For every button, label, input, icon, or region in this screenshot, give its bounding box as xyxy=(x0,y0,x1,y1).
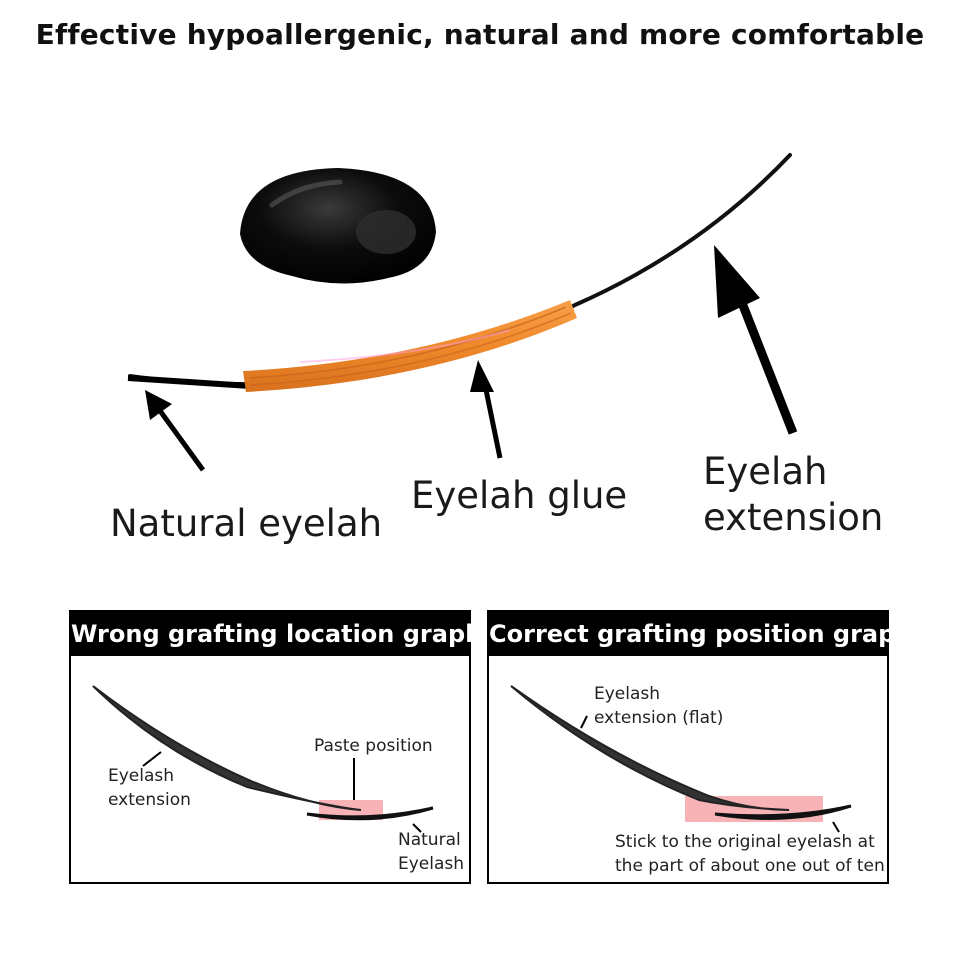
wrong-natural-label-1: Natural xyxy=(398,830,461,850)
eyelash-glue-label: Eyelah glue xyxy=(411,474,628,517)
wrong-grafting-panel: Wrong grafting location graph Eyelash ex… xyxy=(69,610,482,884)
natural-eyelash-label: Natural eyelah xyxy=(110,502,383,545)
wrong-panel-graphic xyxy=(92,685,434,833)
wrong-extension-label-1: Eyelash xyxy=(108,766,175,786)
eyelash-extension-label-1: Eyelah xyxy=(703,450,828,493)
stick-label-2: the part of about one out of ten xyxy=(615,856,885,876)
correct-grafting-panel: Correct grafting position graph Eyelash … xyxy=(487,610,912,884)
glue-drop xyxy=(240,168,436,284)
correct-panel-header: Correct grafting position graph xyxy=(489,612,912,656)
natural-lash xyxy=(714,804,852,820)
natural-eyelash-strand xyxy=(127,375,251,389)
arrow-natural xyxy=(145,390,206,472)
glue-sleeve xyxy=(243,300,577,392)
correct-extension-label-2: extension (flat) xyxy=(594,708,724,728)
extension-lash-flat xyxy=(510,685,790,811)
correct-extension-label-1: Eyelash xyxy=(594,684,661,704)
wrong-extension-label-2: extension xyxy=(108,790,191,810)
page-title: Effective hypoallergenic, natural and mo… xyxy=(35,18,925,51)
correct-panel-graphic xyxy=(510,685,852,833)
stick-label-1: Stick to the original eyelash at xyxy=(615,832,875,852)
wrong-panel-header: Wrong grafting location graph xyxy=(71,612,482,656)
eyelash-extension-label-2: extension xyxy=(703,496,884,539)
natural-lash xyxy=(306,806,434,821)
eyelash-diagram xyxy=(127,153,798,472)
extension-lash xyxy=(92,685,362,811)
wrong-natural-label-2: Eyelash xyxy=(398,854,465,874)
arrow-glue xyxy=(470,360,503,459)
arrow-extension xyxy=(714,245,798,435)
paste-position-label: Paste position xyxy=(314,736,433,756)
